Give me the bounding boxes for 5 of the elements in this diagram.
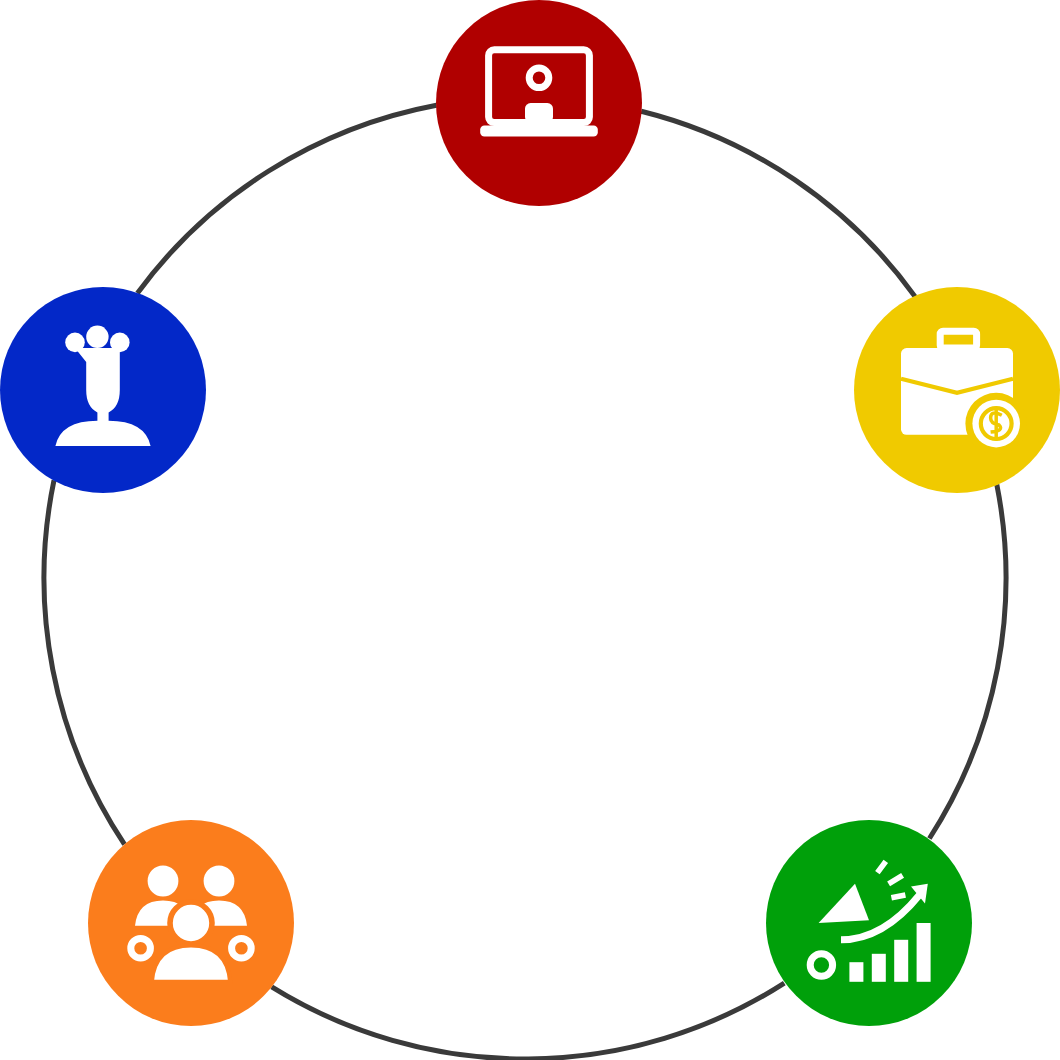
ring-arc-connector: [41, 479, 127, 846]
ring-arc-connector: [135, 102, 438, 295]
ring-arc-connector: [927, 484, 1008, 840]
ring-arc-connector: [640, 108, 918, 299]
ring-arc-connector: [270, 980, 786, 1060]
